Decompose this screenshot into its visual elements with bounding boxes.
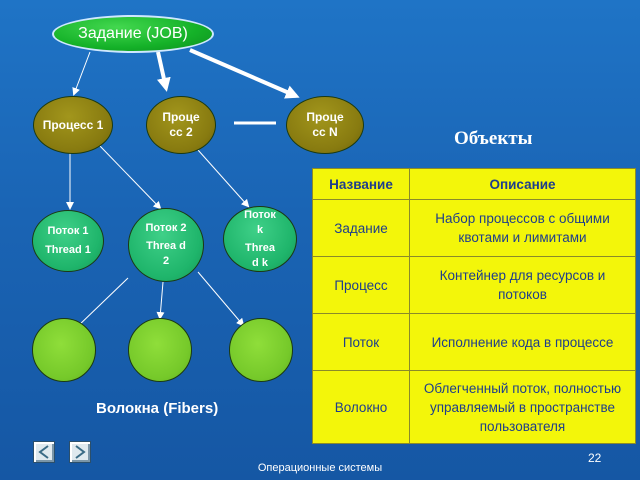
arrow-thread2-fiber3: [197, 271, 245, 327]
next-slide-icon: [75, 445, 86, 459]
thread2-label-en: Threa d 2: [146, 240, 186, 267]
table-cell-description: Исполнение кода в процессе: [409, 313, 636, 371]
arrow-job-processN: [189, 48, 300, 99]
table-cell-name: Задание: [312, 199, 410, 257]
threadk-label-en: Threa d k: [245, 241, 275, 269]
prev-slide-button[interactable]: [33, 441, 55, 463]
table-header-row: Название Описание: [312, 168, 636, 200]
processN-label: Проце сс N: [306, 110, 344, 139]
objects-table: Название Описание Задание Набор процессо…: [312, 168, 636, 444]
arrow-process2-threadk: [197, 149, 250, 208]
thread1-label-ru: Поток 1: [47, 225, 89, 237]
table-cell-description: Облегченный поток, полностью управляемый…: [409, 370, 636, 444]
job-node: Задание (JOB): [52, 15, 214, 53]
arrow-thread1-fiber1: [74, 277, 129, 330]
arrow-thread2-fiber2: [156, 281, 165, 320]
threadk-node: Поток k Threa d k: [223, 206, 297, 272]
job-label: Задание (JOB): [78, 25, 188, 42]
next-slide-button[interactable]: [69, 441, 91, 463]
table-row: Волокно Облегченный поток, полностью упр…: [312, 370, 636, 444]
table-cell-description: Набор процессов с общими квотами и лимит…: [409, 199, 636, 257]
arrow-job-process2: [156, 51, 171, 92]
thread2-label-ru: Поток 2: [145, 222, 187, 234]
thread1-node: Поток 1 Thread 1: [32, 210, 104, 272]
table-row: Поток Исполнение кода в процессе: [312, 313, 636, 371]
footer-text: Операционные системы: [257, 462, 383, 474]
process1-label: Процесс 1: [42, 117, 104, 132]
table-cell-name: Процесс: [312, 256, 410, 314]
table-header-description: Описание: [409, 168, 636, 200]
arrow-process1-thread2: [99, 145, 162, 210]
process2-label: Проце сс 2: [162, 110, 200, 139]
threadk-label-ru: Поток k: [244, 208, 276, 236]
table-header-name: Название: [312, 168, 410, 200]
process1-node: Процесс 1: [33, 96, 113, 154]
thread2-node: Поток 2 Threa d 2: [128, 208, 204, 282]
table-row: Процесс Контейнер для ресурсов и потоков: [312, 256, 636, 314]
table-cell-name: Волокно: [312, 370, 410, 444]
fiber-node-1: [32, 318, 96, 382]
arrow-job-process1: [72, 51, 91, 96]
table-row: Задание Набор процессов с общими квотами…: [312, 199, 636, 257]
processN-node: Проце сс N: [286, 96, 364, 154]
table-cell-description: Контейнер для ресурсов и потоков: [409, 256, 636, 314]
fibers-caption: Волокна (Fibers): [96, 400, 219, 417]
objects-title: Объекты: [454, 128, 533, 149]
fiber-node-2: [128, 318, 192, 382]
prev-slide-icon: [38, 445, 49, 459]
thread1-label-en: Thread 1: [45, 244, 91, 256]
page-number: 22: [588, 451, 602, 465]
table-cell-name: Поток: [312, 313, 410, 371]
fiber-node-3: [229, 318, 293, 382]
process2-node: Проце сс 2: [146, 96, 216, 154]
